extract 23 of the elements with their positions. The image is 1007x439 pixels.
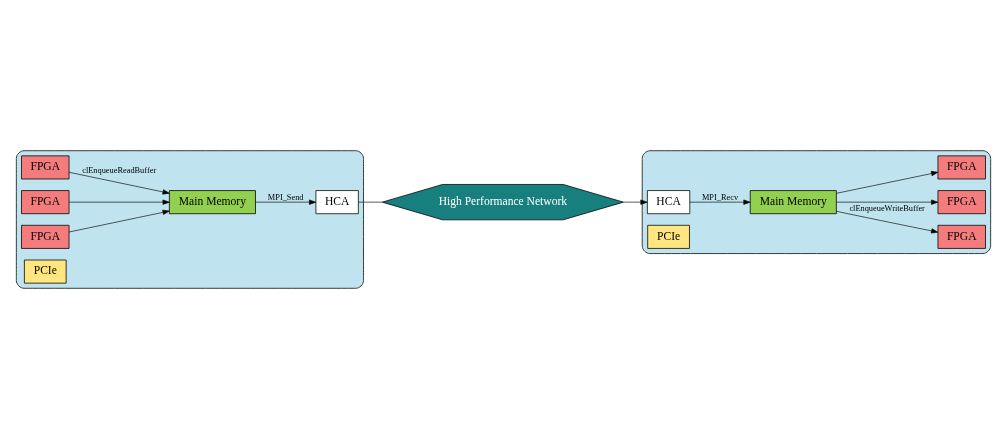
arrow xyxy=(255,199,317,205)
node-box: PCIe xyxy=(647,224,690,249)
node-box: FPGA xyxy=(937,155,986,180)
arrow xyxy=(836,171,939,194)
node-box: PCIe xyxy=(24,259,67,284)
node-box: Main Memory xyxy=(749,190,837,215)
arrow xyxy=(623,199,648,205)
node-box: HCA xyxy=(647,190,691,215)
arrow xyxy=(68,209,170,233)
node-box: FPGA xyxy=(21,224,70,249)
arrow xyxy=(68,172,170,195)
node-box: HCA xyxy=(315,190,359,215)
arrow xyxy=(836,199,939,205)
arrow xyxy=(836,210,939,234)
node-box: FPGA xyxy=(21,190,70,215)
node-box: FPGA xyxy=(937,190,986,215)
cluster xyxy=(15,150,364,289)
connector xyxy=(358,201,383,203)
node-box: FPGA xyxy=(21,155,70,180)
arrow xyxy=(68,199,170,205)
node-box: FPGA xyxy=(937,224,986,249)
arrow xyxy=(689,199,751,205)
node-box: Main Memory xyxy=(168,190,256,215)
